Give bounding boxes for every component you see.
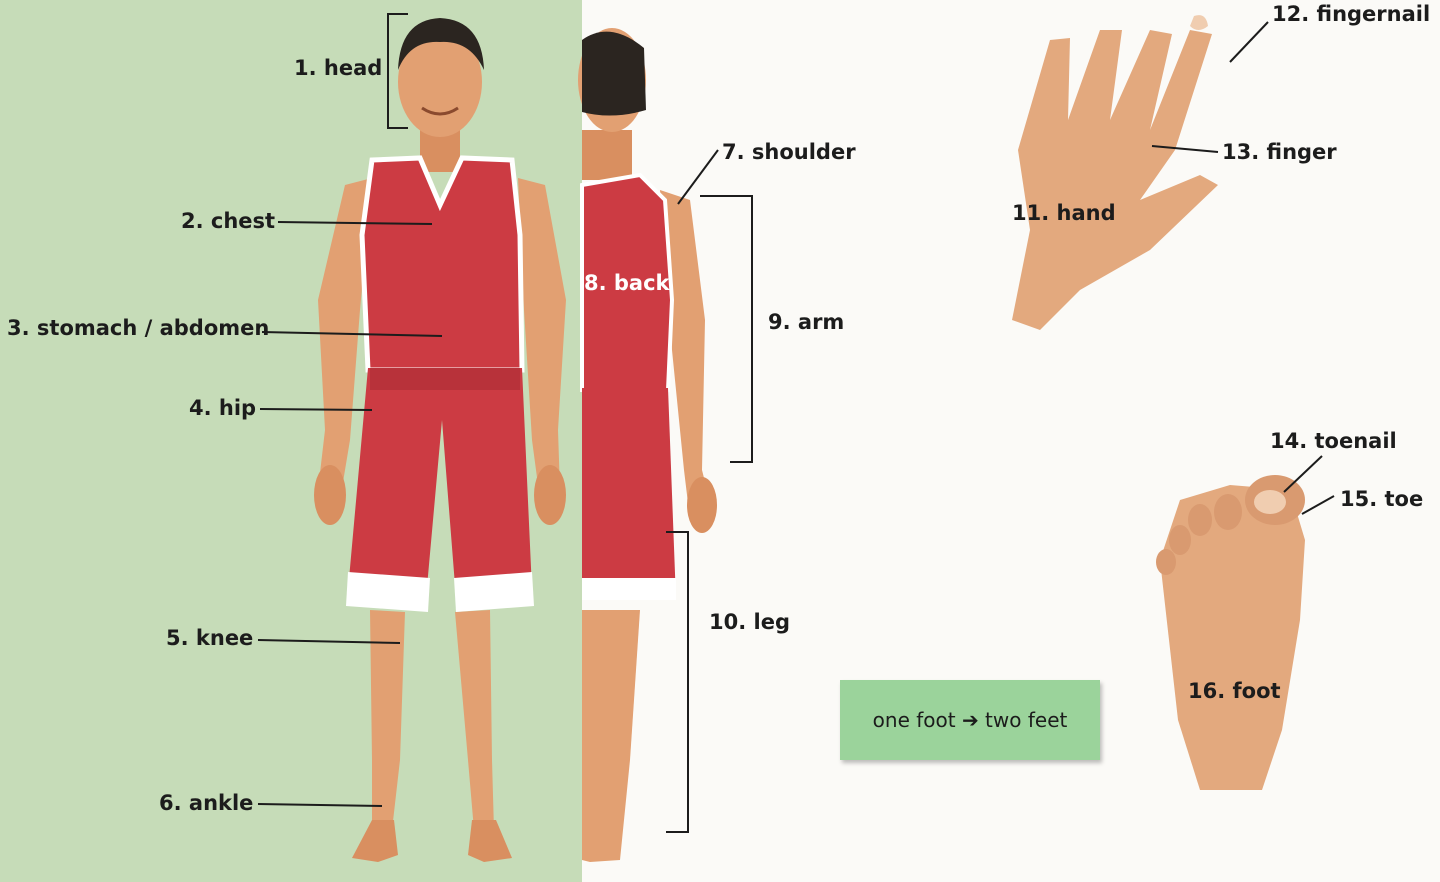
- toe-3: [1188, 504, 1212, 536]
- label-ankle: 6. ankle: [159, 793, 253, 814]
- ankle-leader: [258, 804, 382, 806]
- hand-shape: [1012, 30, 1218, 330]
- label-chest: 2. chest: [181, 211, 275, 232]
- plural-note-text: one foot ➔ two feet: [840, 708, 1100, 732]
- front-jersey: [362, 158, 522, 370]
- front-left-foot: [352, 820, 398, 862]
- back-figure: [578, 28, 717, 862]
- back-neck: [582, 130, 632, 180]
- plural-note: one foot ➔ two feet: [840, 680, 1100, 760]
- fingernail-leader: [1230, 22, 1268, 62]
- label-toe: 15. toe: [1340, 489, 1423, 510]
- label-foot: 16. foot: [1188, 681, 1281, 702]
- front-right-leg: [455, 610, 494, 830]
- label-shoulder: 7. shoulder: [722, 142, 856, 163]
- back-leg: [582, 610, 640, 862]
- toenail-leader: [1284, 456, 1322, 492]
- label-fingernail: 12. fingernail: [1272, 4, 1430, 25]
- front-shorts: [348, 368, 532, 598]
- hip-leader: [260, 409, 372, 410]
- back-hair: [582, 32, 646, 116]
- front-right-hand: [534, 465, 566, 525]
- label-finger: 13. finger: [1222, 142, 1337, 163]
- hand-illustration: [1012, 15, 1218, 330]
- toenail-shape: [1254, 490, 1286, 514]
- back-shorts: [582, 388, 676, 600]
- label-leg: 10. leg: [709, 612, 790, 633]
- front-figure: [314, 18, 566, 862]
- label-back: 8. back: [584, 273, 670, 294]
- toe-4: [1169, 525, 1191, 555]
- toe-5: [1156, 549, 1176, 575]
- front-right-foot: [468, 820, 512, 862]
- front-shorts-band: [370, 368, 520, 390]
- back-shorts-hem: [582, 578, 676, 600]
- label-hand: 11. hand: [1012, 203, 1116, 224]
- arm-bracket: [700, 196, 752, 462]
- front-left-hand: [314, 465, 346, 525]
- label-stomach: 3. stomach / abdomen: [7, 318, 269, 339]
- back-right-hand: [687, 477, 717, 533]
- label-toenail: 14. toenail: [1270, 431, 1397, 452]
- front-shorts-hem-left: [346, 572, 430, 612]
- label-arm: 9. arm: [768, 312, 844, 333]
- label-knee: 5. knee: [166, 628, 253, 649]
- toe-leader: [1302, 496, 1334, 514]
- foot-illustration: [1156, 475, 1305, 790]
- label-hip: 4. hip: [189, 398, 256, 419]
- front-shorts-hem-right: [454, 572, 534, 612]
- label-head: 1. head: [294, 58, 382, 79]
- fingernail-shape: [1190, 15, 1208, 30]
- toe-2: [1214, 494, 1242, 530]
